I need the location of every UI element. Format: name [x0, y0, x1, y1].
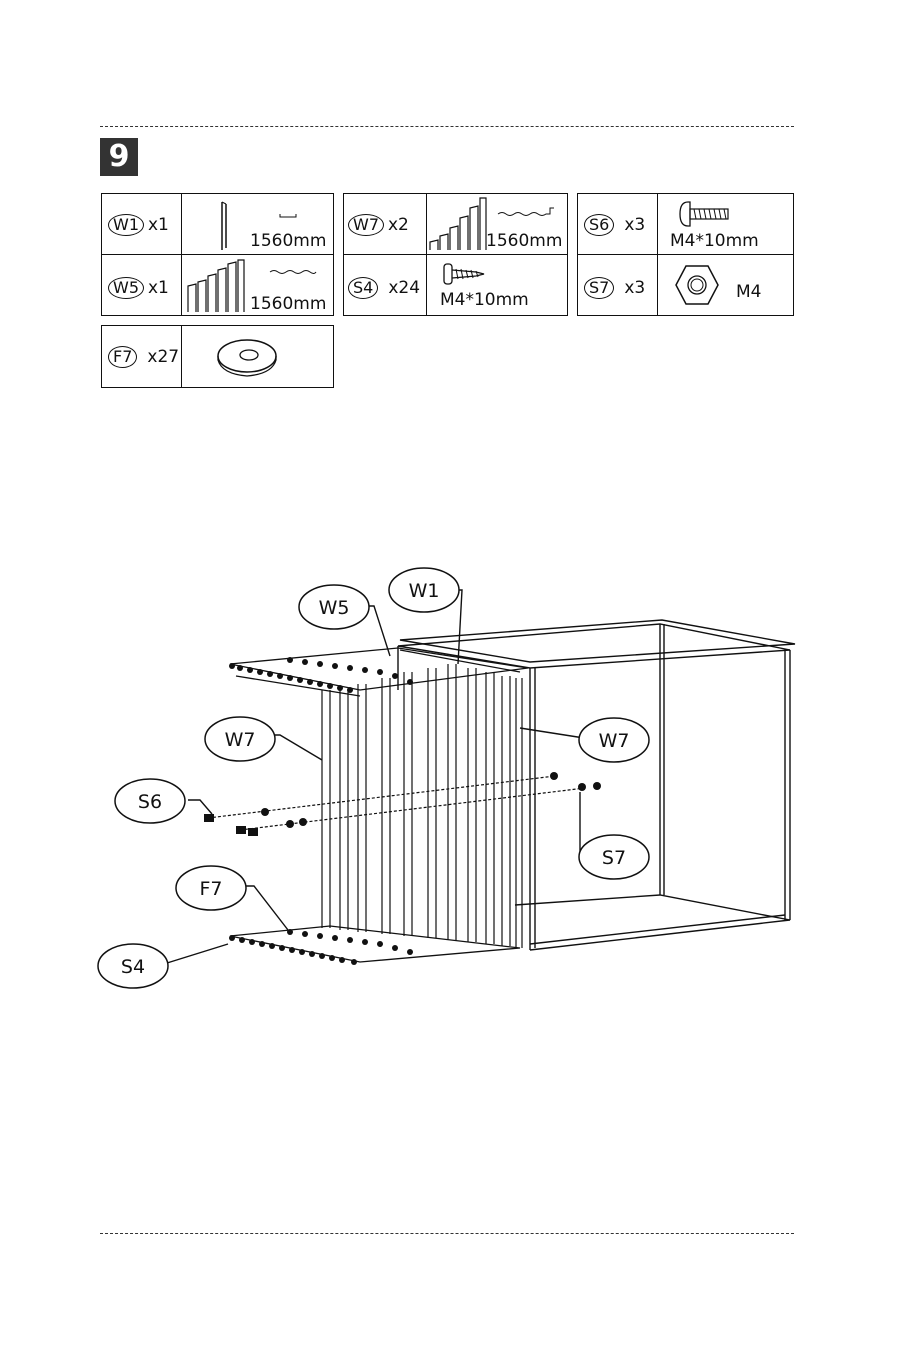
callout-s7-label: S7 [602, 847, 626, 869]
callout-w1-label: W1 [409, 580, 440, 602]
bottom-dashed-divider [100, 1233, 794, 1234]
callout-w7-left-label: W7 [225, 729, 256, 751]
callout-w5-label: W5 [319, 597, 350, 619]
callout-f7-label: F7 [199, 878, 222, 900]
callout-w7-right-label: W7 [599, 730, 630, 752]
callout-s4-label: S4 [121, 956, 145, 978]
callout-s6-label: S6 [138, 791, 162, 813]
